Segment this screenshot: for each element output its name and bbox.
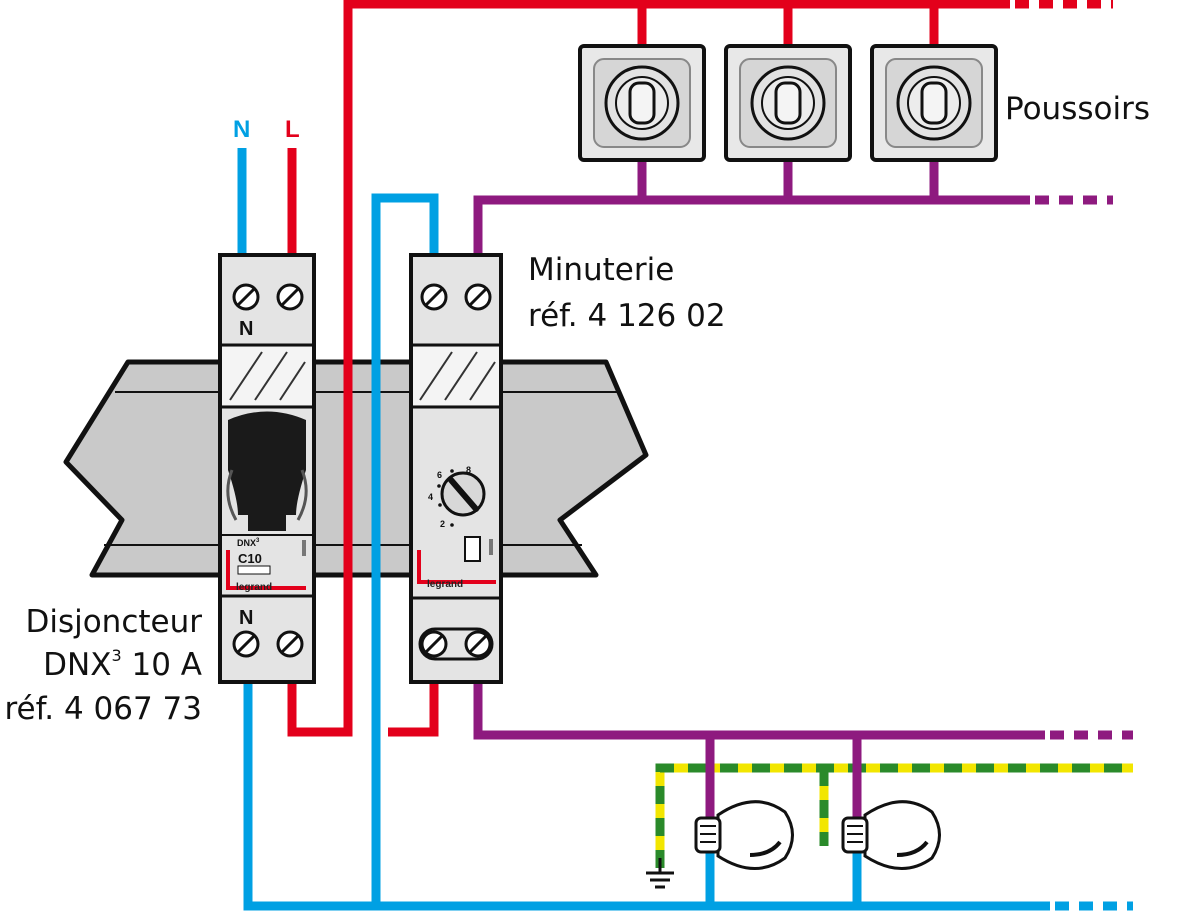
breaker-model-label: DNX3 10 A [43,646,202,683]
breaker-model-text: DNX [43,647,111,683]
pushbutton-3 [870,44,998,162]
pushbuttons-label: Poussoirs [1005,91,1150,127]
live-label: L [285,116,300,143]
breaker-curve-label: C10 [238,551,262,566]
timer-dial-mark-2: 2 [440,519,445,529]
breaker-rating-text: 10 A [122,647,202,683]
breaker-model-sup: 3 [111,646,121,665]
breaker-logo: legrand [236,582,272,593]
timer-ref-label: réf. 4 126 02 [528,298,726,334]
ground-symbol [646,858,674,889]
breaker-name-label: Disjoncteur [25,604,202,640]
pushbutton-2 [724,44,852,162]
breaker-brand-text: DNX [237,538,256,548]
timer-dial-mark-8: 8 [466,465,471,475]
neutral-wires [237,148,1133,911]
lamp-2 [841,800,941,870]
breaker-bottom-n-label: N [239,607,253,629]
circuit-breaker [218,253,316,684]
breaker-top-n-label: N [239,318,253,340]
earth-wire [655,763,1133,868]
timer-dial-mark-6: 6 [437,470,442,480]
breaker-brand-line: DNX3 [237,538,260,548]
timer-dial-mark-4: 4 [428,492,433,502]
neutral-label: N [233,116,250,143]
timer-name-label: Minuterie [528,252,674,288]
breaker-brand-sup: 3 [256,538,260,544]
pushbutton-1 [578,44,706,162]
timer-logo: legrand [427,579,463,590]
breaker-ref-label: réf. 4 067 73 [4,691,202,727]
live-wires [287,0,1113,737]
lamp-1 [694,800,794,870]
timer-module [409,253,503,684]
switched-wires [473,158,1133,820]
din-rail [63,359,649,578]
